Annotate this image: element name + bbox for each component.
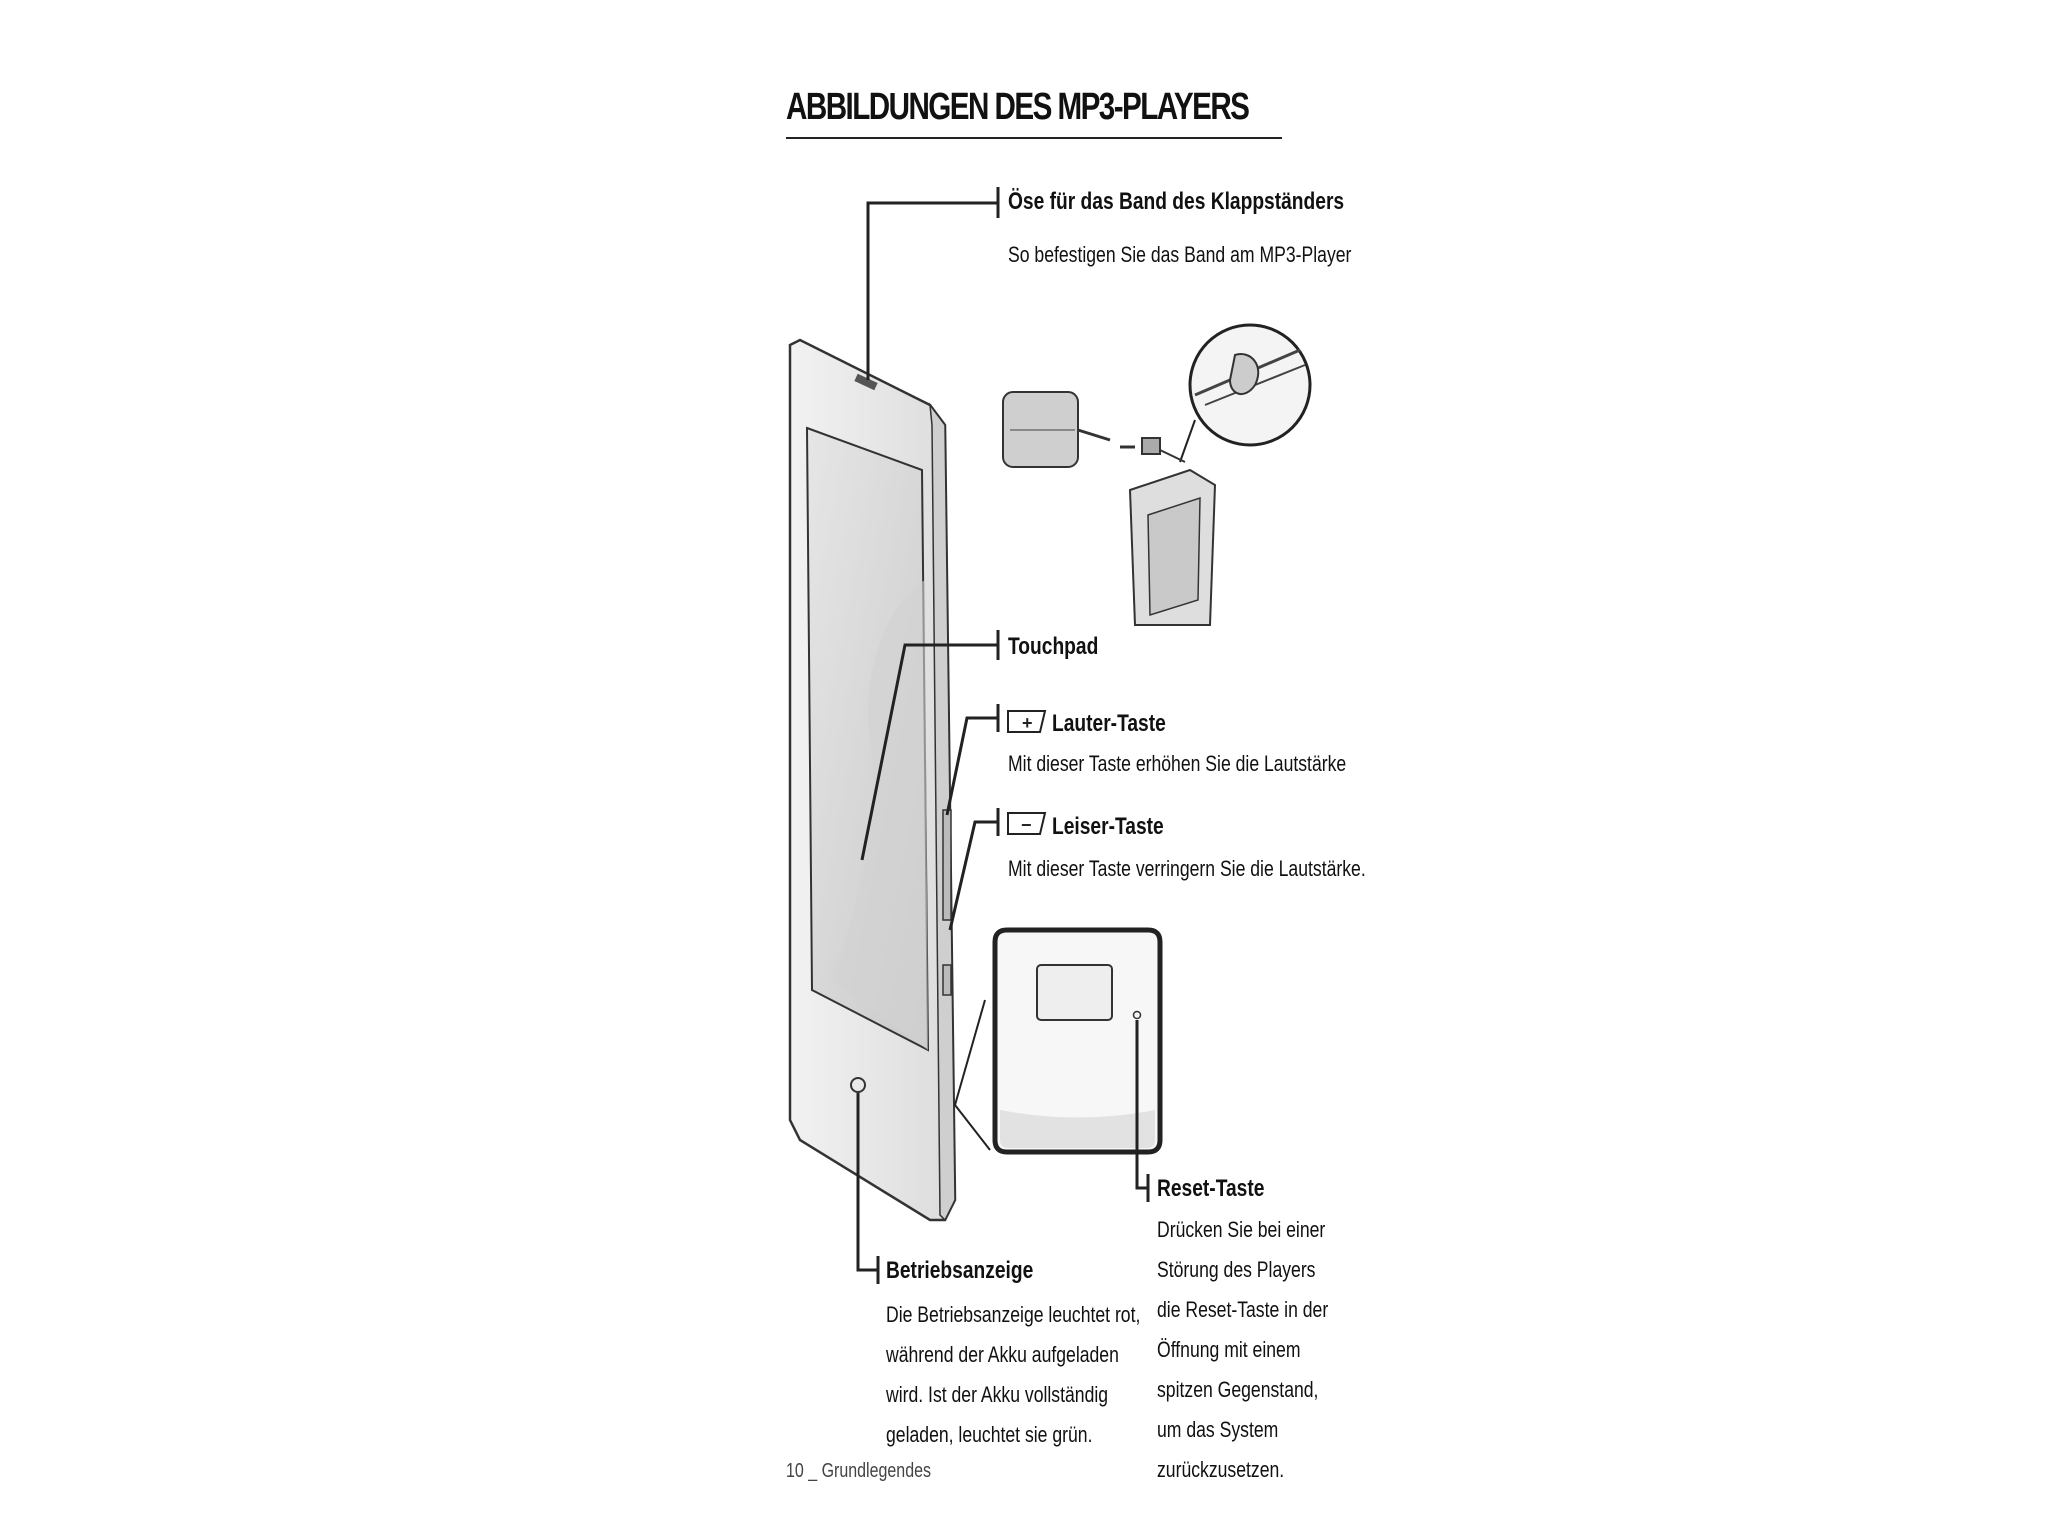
reset-line: spitzen Gegenstand,	[1157, 1377, 1319, 1402]
betrieb-description: Die Betriebsanzeige leuchtet rot, währen…	[886, 1295, 1140, 1455]
betrieb-line: während der Akku aufgeladen	[886, 1342, 1119, 1367]
reset-description: Drücken Sie bei einer Störung des Player…	[1157, 1210, 1328, 1490]
page-footer: 10 _ Grundlegendes	[786, 1460, 931, 1482]
leiser-heading: Leiser-Taste	[1052, 813, 1164, 840]
leader-lines	[856, 187, 1150, 1284]
betrieb-line: Die Betriebsanzeige leuchtet rot,	[886, 1302, 1141, 1327]
oese-text: So befestigen Sie das Band am MP3-Player	[1008, 242, 1352, 267]
svg-text:+: +	[1022, 713, 1033, 733]
reset-line: die Reset-Taste in der	[1157, 1297, 1329, 1322]
reset-line: zurückzusetzen.	[1157, 1457, 1285, 1482]
lauter-text: Mit dieser Taste erhöhen Sie die Lautstä…	[1008, 751, 1347, 776]
reset-line: um das System	[1157, 1417, 1279, 1442]
betrieb-heading: Betriebsanzeige	[886, 1257, 1034, 1284]
player-body	[788, 338, 957, 1222]
reset-detail-illustration	[954, 927, 1163, 1155]
betrieb-line: wird. Ist der Akku vollständig	[886, 1382, 1109, 1407]
minus-key-icon: −	[1007, 812, 1047, 835]
betrieb-line: geladen, leuchtet sie grün.	[886, 1422, 1093, 1447]
reset-heading: Reset-Taste	[1157, 1175, 1265, 1202]
lauter-heading: Lauter-Taste	[1052, 710, 1166, 737]
leiser-text: Mit dieser Taste verringern Sie die Laut…	[1008, 856, 1366, 881]
title-divider	[786, 137, 1282, 139]
svg-text:−: −	[1021, 815, 1032, 835]
reset-line: Störung des Players	[1157, 1257, 1316, 1282]
touchpad-label: Touchpad	[1008, 633, 1099, 660]
oese-heading: Öse für das Band des Klappständers	[1008, 188, 1345, 215]
plus-key-icon: +	[1007, 710, 1047, 733]
reset-line: Drücken Sie bei einer	[1157, 1217, 1326, 1242]
page-title: ABBILDUNGEN DES MP3-PLAYERS	[786, 86, 1250, 128]
strap-attach-illustration	[1002, 323, 1312, 626]
reset-line: Öffnung mit einem	[1157, 1337, 1301, 1362]
